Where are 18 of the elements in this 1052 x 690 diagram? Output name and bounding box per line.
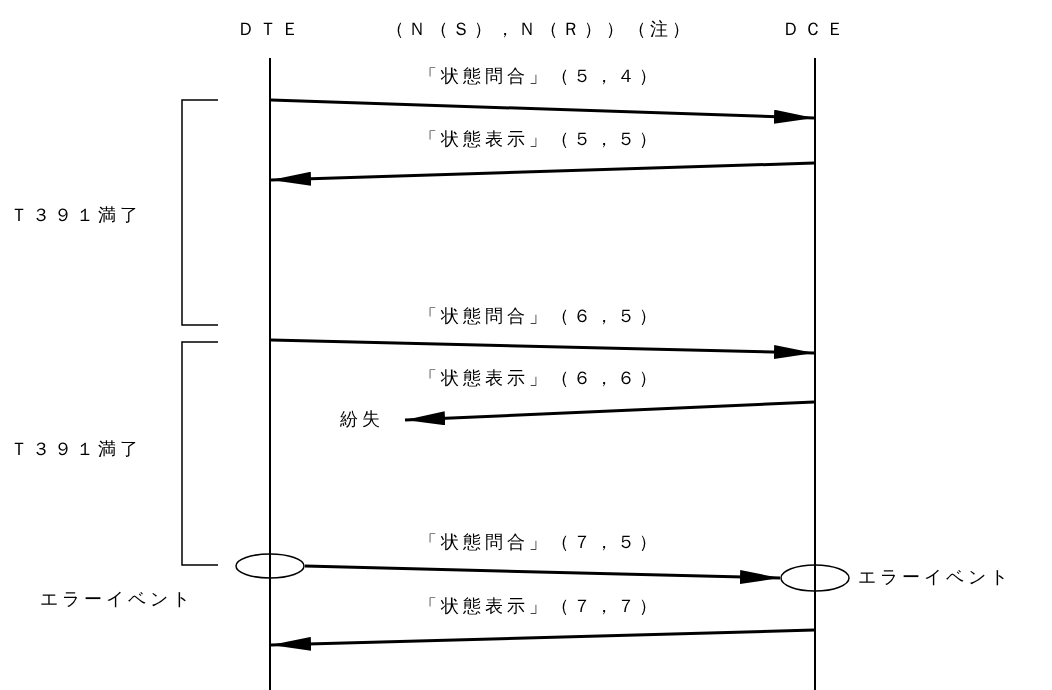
arrow xyxy=(404,400,815,426)
arrow xyxy=(270,628,815,651)
event-ellipse xyxy=(235,553,305,579)
timer-label: Ｔ３９１満了 xyxy=(10,204,142,226)
arrow xyxy=(270,338,815,360)
arrow xyxy=(270,98,815,124)
event-label: エラーイベント xyxy=(858,566,1012,588)
arrow xyxy=(270,161,815,186)
lost-label: 紛失 xyxy=(340,408,405,432)
lifeline xyxy=(814,58,816,690)
timer-label: Ｔ３９１満了 xyxy=(10,438,142,460)
arrow xyxy=(304,564,781,584)
header-note: （Ｎ（Ｓ），Ｎ（Ｒ））（注） xyxy=(386,18,694,40)
lifeline-header: ＤＴＥ xyxy=(237,18,303,40)
lifeline xyxy=(269,58,271,690)
event-ellipse xyxy=(780,564,850,592)
lifeline-header: ＤＣＥ xyxy=(782,18,848,40)
event-label: エラーイベント xyxy=(40,588,194,610)
